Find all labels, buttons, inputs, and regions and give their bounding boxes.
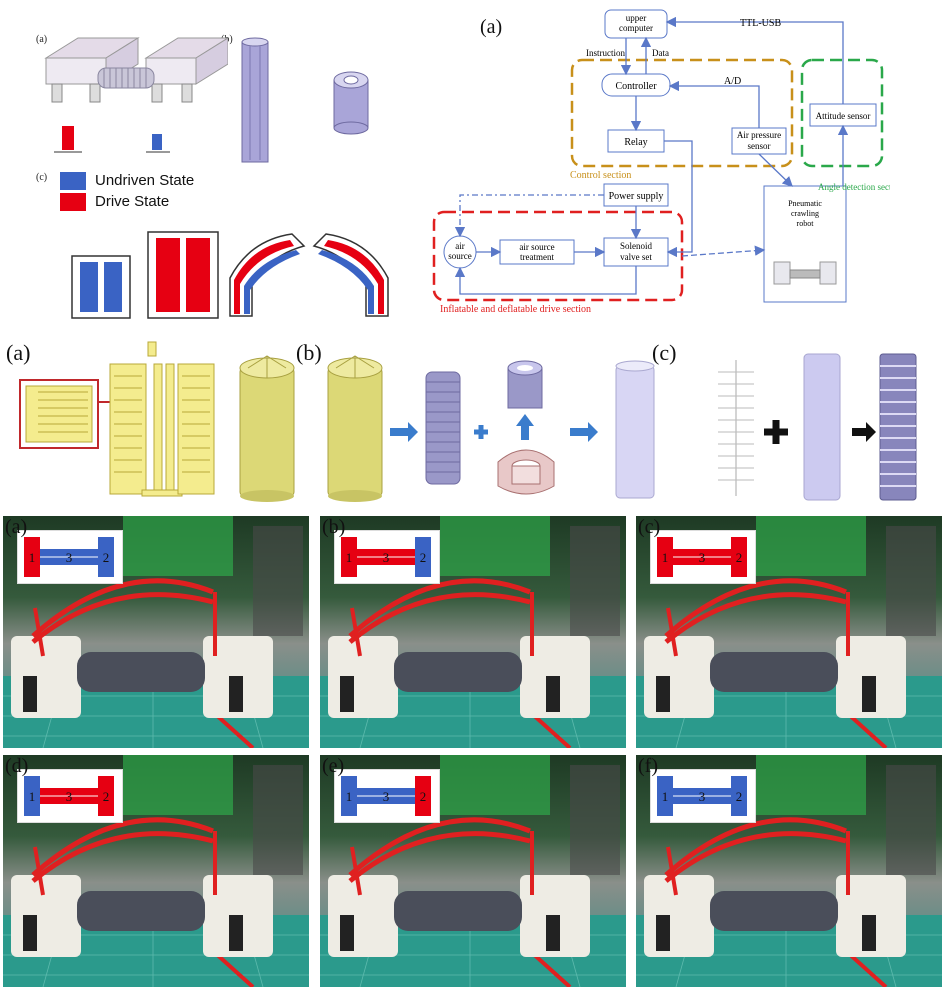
state-inset: 1 3 2 (17, 769, 123, 823)
robot-iso-drawing (44, 37, 228, 103)
controller-text: Controller (615, 81, 657, 92)
control-section-box (570, 58, 794, 168)
relay-text: Relay (624, 137, 647, 148)
legend-drive-swatch (60, 193, 86, 211)
robot-mini-drawing (773, 261, 837, 285)
experiment-photo: 1 3 2 (b) (320, 516, 626, 748)
segment-3-label: 3 (66, 550, 73, 565)
segment-2 (731, 776, 747, 816)
panel-label-c: (c) (36, 172, 48, 183)
legend-undriven-swatch (60, 172, 86, 190)
segment-2 (98, 776, 114, 816)
segment-2 (731, 537, 747, 577)
segment-1-label: 1 (29, 550, 36, 565)
segment-2 (415, 537, 431, 577)
segment-2-label: 2 (420, 550, 427, 565)
legend-drive-label: Drive State (95, 193, 170, 210)
photo-scene (3, 755, 309, 987)
end-cap-drawing (333, 71, 369, 135)
segment-1 (341, 537, 357, 577)
panel-label-a: (a) (36, 34, 48, 45)
legend-undriven-label: Undriven State (95, 172, 195, 189)
state-inset: 1 3 2 (650, 530, 756, 584)
segment-2-label: 2 (103, 550, 110, 565)
segment-2 (415, 776, 431, 816)
segment-3-label: 3 (383, 550, 390, 565)
segment-1-label: 1 (346, 550, 353, 565)
photo-label: (c) (638, 516, 661, 538)
segment-1 (24, 537, 40, 577)
photo-label: (f) (638, 755, 658, 777)
segment-1-label: 1 (662, 550, 669, 565)
fab-label-a: (a) (6, 340, 31, 365)
photo-label: (a) (5, 516, 28, 538)
segment-1-label: 1 (662, 789, 669, 804)
data-label: Data (652, 48, 669, 58)
photo-label: (e) (322, 755, 345, 777)
experiment-photo: 1 3 2 (d) (3, 755, 309, 987)
segment-2 (98, 537, 114, 577)
control-section-label: Control section (570, 170, 631, 181)
attitude-sensor-text: Attitude sensor (816, 111, 871, 121)
photo-scene (636, 755, 942, 987)
chamber-state-diagrams (71, 231, 389, 319)
experiment-photo: 1 3 2 (e) (320, 755, 626, 987)
segment-2-label: 2 (103, 789, 110, 804)
power-supply-text: Power supply (609, 191, 664, 202)
state-inset: 1 3 2 (334, 530, 440, 584)
segment-1-label: 1 (29, 789, 36, 804)
fab-label-c: (c) (652, 340, 677, 365)
drive-section-box (432, 210, 684, 302)
ad-label: A/D (724, 76, 741, 87)
segment-3-label: 3 (699, 550, 706, 565)
fabrication-svg (19, 341, 917, 502)
segment-1-label: 1 (346, 789, 353, 804)
instruction-label: Instruction (586, 48, 625, 58)
block-diagram-label: (a) (480, 16, 503, 38)
segment-1 (341, 776, 357, 816)
drive-section-label: Inflatable and deflatable drive section (440, 304, 591, 315)
segment-2-label: 2 (736, 789, 743, 804)
state-symbols (54, 126, 170, 153)
segment-3-label: 3 (383, 789, 390, 804)
photo-label: (d) (5, 755, 29, 777)
state-inset: 1 3 2 (650, 769, 756, 823)
segment-3-label: 3 (66, 789, 73, 804)
ttl-usb-label: TTL-USB (740, 18, 781, 29)
experiment-photo: 1 3 2 (f) (636, 755, 942, 987)
segment-2-label: 2 (736, 550, 743, 565)
angle-section-label: Angle detection section (818, 182, 890, 192)
fab-label-b: (b) (296, 340, 322, 365)
experiment-photo: 1 3 2 (a) (3, 516, 309, 748)
segment-2-label: 2 (420, 789, 427, 804)
segment-1 (24, 776, 40, 816)
experiment-photo: 1 3 2 (c) (636, 516, 942, 748)
segment-3-label: 3 (699, 789, 706, 804)
actuator-tube-drawing (241, 37, 269, 163)
state-inset: 1 3 2 (334, 769, 440, 823)
state-inset: 1 3 2 (17, 530, 123, 584)
segment-1 (657, 537, 673, 577)
angle-section-box (800, 58, 884, 168)
photo-label: (b) (322, 516, 346, 538)
segment-1 (657, 776, 673, 816)
